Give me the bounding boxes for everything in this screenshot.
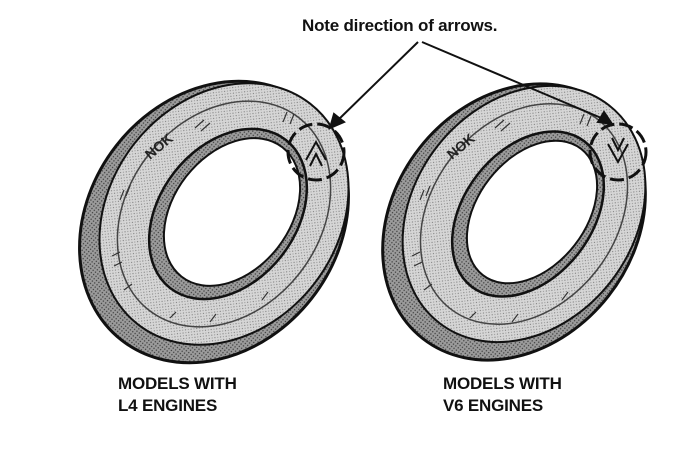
v6-seal-bore (465, 139, 599, 285)
l4-caption: MODELS WITH L4 ENGINES (118, 373, 237, 417)
l4-seal-bore (162, 137, 302, 287)
v6-arrow-mark-circle (588, 122, 648, 182)
leader-line-left (335, 41, 419, 123)
callout-leader-lines (328, 41, 615, 130)
v6-arrow-mark-icon (607, 137, 629, 165)
v6-caption: MODELS WITH V6 ENGINES (443, 373, 562, 417)
v6-seal-marks (411, 113, 592, 323)
v6-caption-line1: MODELS WITH (443, 374, 562, 393)
callout-label: Note direction of arrows. (302, 16, 498, 35)
l4-caption-line2: L4 ENGINES (118, 396, 218, 415)
leader-arrowhead-right (596, 110, 615, 126)
l4-seal-marks (111, 111, 295, 323)
v6-seal-drawing: NOK (381, 82, 648, 362)
leader-line-right (421, 41, 607, 121)
l4-arrow-mark-circle (286, 122, 346, 182)
l4-caption-line1: MODELS WITH (118, 374, 237, 393)
l4-arrow-mark-icon (305, 139, 327, 167)
l4-seal-band (116, 100, 332, 328)
l4-seal-drawing: NOK (78, 79, 350, 365)
v6-caption-line2: V6 ENGINES (443, 396, 544, 415)
leader-arrowhead-left (328, 112, 346, 130)
v6-seal-band (419, 103, 629, 325)
